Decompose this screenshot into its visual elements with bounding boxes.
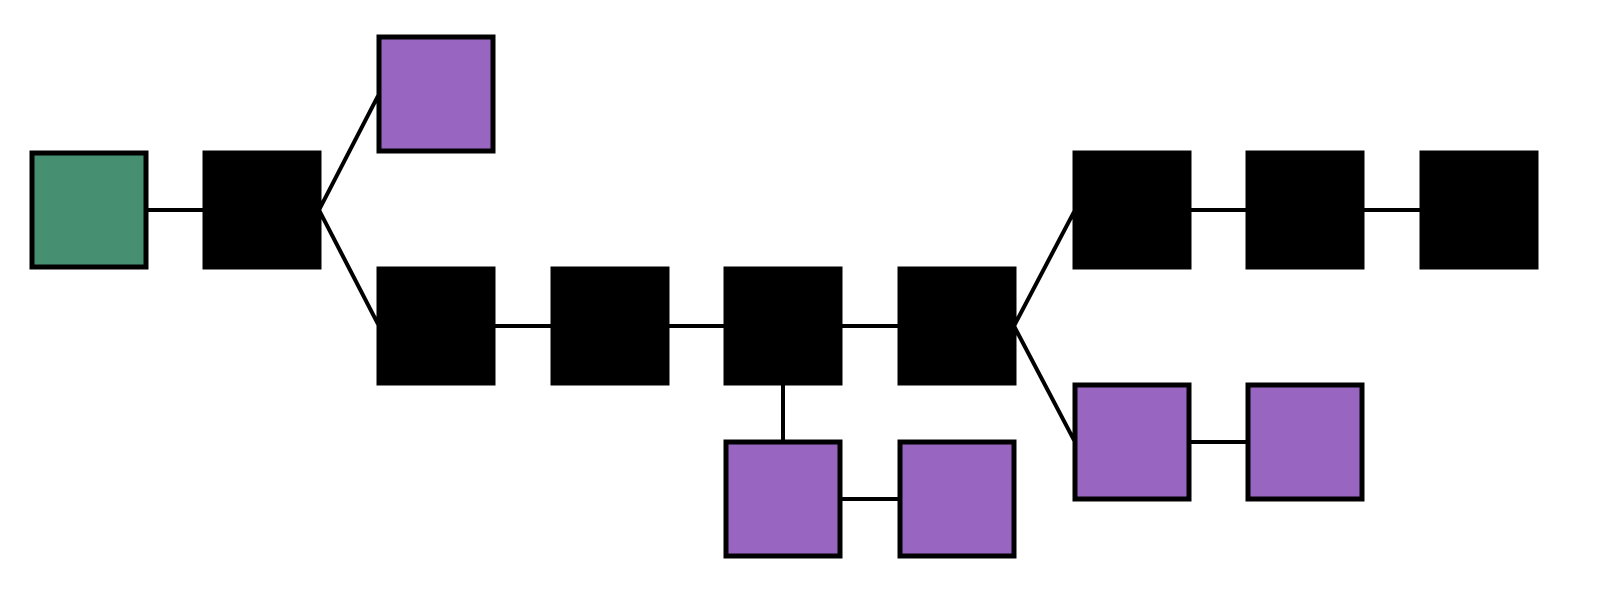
block-layer bbox=[29, 34, 1539, 559]
link-b1-b3 bbox=[317, 209, 381, 327]
link-b6-b12 bbox=[1012, 325, 1077, 443]
main-block-b4 bbox=[550, 266, 670, 386]
genesis-block-b0 bbox=[29, 150, 149, 270]
link-b1-b2 bbox=[317, 93, 381, 211]
orphan-block-b8 bbox=[897, 439, 1017, 559]
main-block-b10 bbox=[1245, 150, 1365, 270]
main-block-b6 bbox=[897, 266, 1017, 386]
orphan-block-b12 bbox=[1072, 382, 1192, 502]
main-block-b5 bbox=[723, 266, 843, 386]
orphan-block-b2 bbox=[376, 34, 496, 154]
main-block-b9 bbox=[1072, 150, 1192, 270]
link-b6-b9 bbox=[1012, 209, 1077, 327]
main-block-b3 bbox=[376, 266, 496, 386]
link-layer bbox=[146, 93, 1422, 501]
orphan-block-b13 bbox=[1245, 382, 1365, 502]
orphan-block-b7 bbox=[723, 439, 843, 559]
main-block-b11 bbox=[1419, 150, 1539, 270]
main-block-b1 bbox=[202, 150, 322, 270]
